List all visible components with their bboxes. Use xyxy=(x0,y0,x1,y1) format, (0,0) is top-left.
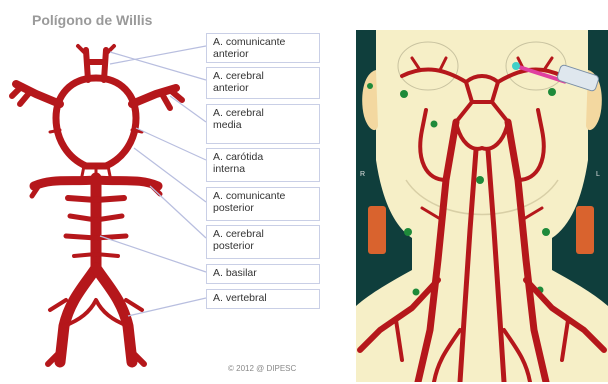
label-line: A. cerebral xyxy=(213,228,315,240)
label-line: posterior xyxy=(213,202,315,214)
label-line: A. vertebral xyxy=(213,292,315,304)
label-line: A. cerebral xyxy=(213,70,315,82)
label-cerebral-posterior: A. cerebral posterior xyxy=(206,225,320,259)
label-comunicante-posterior: A. comunicante posterior xyxy=(206,187,320,221)
label-line: anterior xyxy=(213,48,315,60)
copyright-notice: © 2012 @ DIPESC xyxy=(228,364,296,373)
label-line: anterior xyxy=(213,82,315,94)
label-leader-lines xyxy=(0,0,210,384)
label-line: A. basilar xyxy=(213,267,315,279)
label-carotida-interna: A. carótida interna xyxy=(206,148,320,182)
label-line: A. carótida xyxy=(213,151,315,163)
label-cerebral-anterior: A. cerebral anterior xyxy=(206,67,320,99)
label-line: A. comunicante xyxy=(213,190,315,202)
label-comunicante-anterior: A. comunicante anterior xyxy=(206,33,320,63)
head-neck-arteries-illustration: R L xyxy=(356,30,608,382)
label-line: interna xyxy=(213,163,315,175)
label-cerebral-media: A. cerebral media xyxy=(206,104,320,144)
svg-text:R: R xyxy=(360,171,365,178)
label-line: A. comunicante xyxy=(213,36,315,48)
svg-text:L: L xyxy=(596,171,600,178)
label-vertebral: A. vertebral xyxy=(206,289,320,309)
label-line: A. cerebral xyxy=(213,107,315,119)
label-line: posterior xyxy=(213,240,315,252)
label-line: media xyxy=(213,119,315,131)
label-basilar: A. basilar xyxy=(206,264,320,284)
